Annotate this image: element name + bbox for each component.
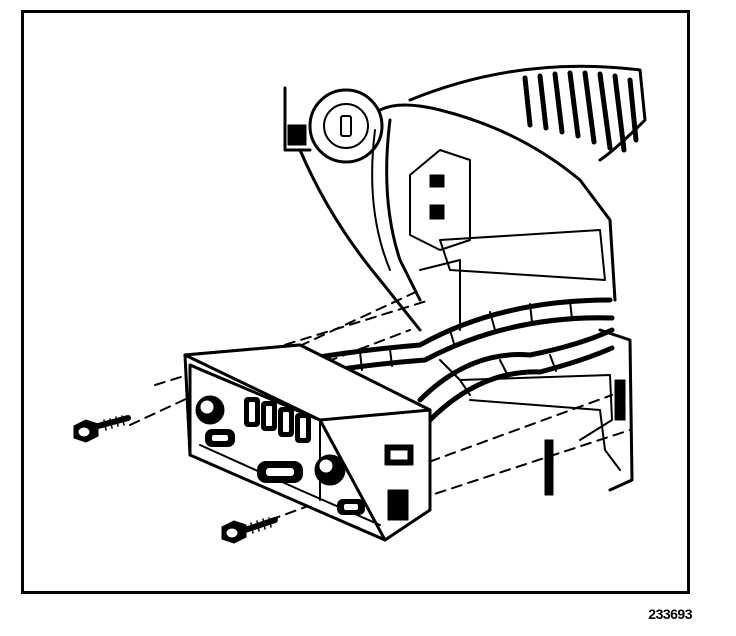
figure-id-label: 233693 xyxy=(648,606,692,622)
control-knob-left xyxy=(195,395,225,425)
control-buttons xyxy=(205,397,365,515)
instrument-panel-opening xyxy=(298,103,634,496)
ignition-lock-cylinder xyxy=(283,86,384,164)
mounting-bolt-lower xyxy=(221,517,278,544)
hvac-control-module xyxy=(183,343,432,542)
mounting-bolt-upper xyxy=(73,415,131,443)
air-vent-louvers xyxy=(408,64,647,162)
control-knob-right xyxy=(314,454,346,486)
